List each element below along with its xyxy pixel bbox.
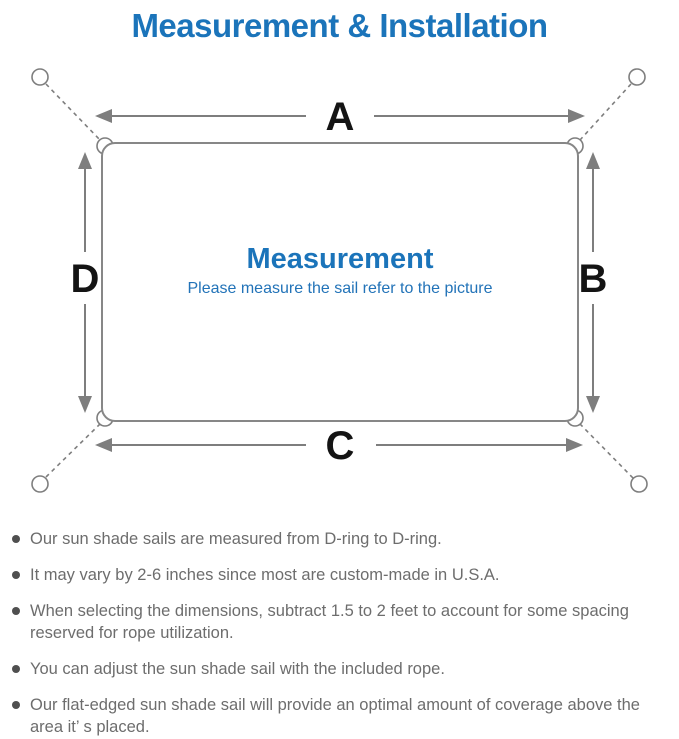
dimension-arrow-d: D: [71, 152, 100, 413]
anchor-ring-icon: [31, 68, 49, 86]
dimension-arrow-b: B: [579, 152, 608, 413]
anchor-ring-icon: [630, 475, 648, 493]
dimension-arrow-a: A: [95, 95, 585, 139]
list-item: Our sun shade sails are measured from D-…: [12, 528, 664, 550]
arrowhead-down-icon: [78, 396, 92, 413]
corner-anchor-top-right: [579, 68, 646, 141]
bullet-icon: [12, 535, 20, 543]
arrowhead-left-icon: [95, 109, 112, 123]
list-item: You can adjust the sun shade sail with t…: [12, 658, 664, 680]
dimension-label-c: C: [326, 424, 355, 468]
arrowhead-right-icon: [568, 109, 585, 123]
arrowhead-left-icon: [95, 438, 112, 452]
list-item: Our flat-edged sun shade sail will provi…: [12, 694, 664, 738]
anchor-ring-icon: [31, 475, 49, 493]
arrowhead-up-icon: [78, 152, 92, 169]
dimension-label-b: B: [579, 257, 608, 301]
notes-list: Our sun shade sails are measured from D-…: [12, 528, 664, 739]
tether-dashed-line: [579, 83, 632, 141]
tether-dashed-line: [45, 83, 101, 141]
corner-anchor-top-left: [31, 68, 101, 141]
arrowhead-right-icon: [566, 438, 583, 452]
list-item: When selecting the dimensions, subtract …: [12, 600, 664, 644]
bullet-icon: [12, 607, 20, 615]
dimension-arrow-c: C: [95, 424, 583, 468]
page-title: Measurement & Installation: [131, 7, 548, 44]
anchor-ring-icon: [628, 68, 646, 86]
arrowhead-down-icon: [586, 396, 600, 413]
dimension-label-d: D: [71, 257, 100, 301]
dimension-label-a: A: [326, 95, 355, 139]
list-item: It may vary by 2-6 inches since most are…: [12, 564, 664, 586]
note-text: Our sun shade sails are measured from D-…: [30, 530, 442, 548]
arrowhead-up-icon: [586, 152, 600, 169]
measurement-diagram: A C D B Measurement Please meas: [31, 68, 648, 493]
sail-rectangle: [101, 142, 579, 422]
diagram-center-title: Measurement: [247, 243, 434, 275]
bullet-icon: [12, 701, 20, 709]
bullet-icon: [12, 571, 20, 579]
corner-anchor-bottom-right: [579, 423, 648, 493]
note-text: It may vary by 2-6 inches since most are…: [30, 566, 500, 584]
tether-dashed-line: [579, 423, 634, 479]
note-text: You can adjust the sun shade sail with t…: [30, 660, 445, 678]
note-text: When selecting the dimensions, subtract …: [30, 602, 629, 642]
bullet-icon: [12, 665, 20, 673]
diagram-center-subtitle: Please measure the sail refer to the pic…: [187, 280, 492, 297]
note-text: Our flat-edged sun shade sail will provi…: [30, 696, 640, 736]
corner-anchor-bottom-left: [31, 423, 101, 493]
tether-dashed-line: [45, 423, 101, 478]
